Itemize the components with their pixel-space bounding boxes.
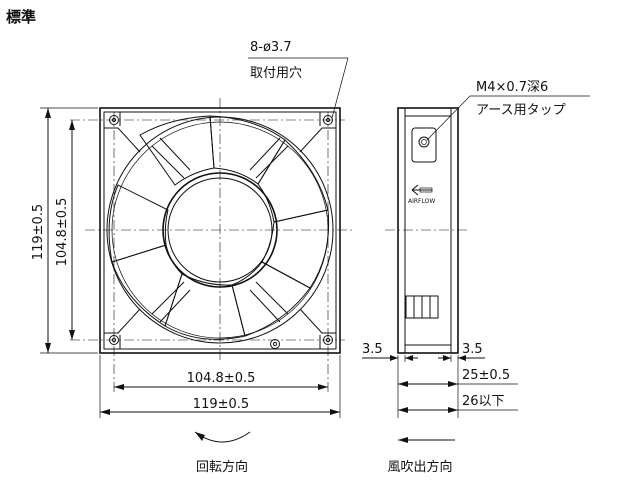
width-outer-label: 119±0.5 xyxy=(193,397,249,412)
page-title: 標準 xyxy=(6,8,36,26)
width-dimensions: 104.8±0.5 119±0.5 xyxy=(99,355,341,418)
screw-callout: M4×0.7深6 アース用タップ xyxy=(426,80,590,141)
side-flange-label: 25±0.5 xyxy=(462,368,510,383)
fan-blades xyxy=(108,115,330,340)
rotation-label: 回転方向 xyxy=(196,459,248,475)
airflow-label: 風吹出方向 xyxy=(387,459,452,475)
screw-hole xyxy=(418,136,430,148)
rotation-indicator: 回転方向 xyxy=(194,431,251,475)
airflow-mark-label: AIRFLOW xyxy=(408,198,435,205)
mounting-holes xyxy=(109,115,333,349)
side-dimensions: 3.5 3.5 25±0.5 26以下 xyxy=(362,342,518,418)
height-dimensions: 119±0.5 104.8±0.5 xyxy=(31,107,98,354)
height-pitch-label: 104.8±0.5 xyxy=(55,198,70,267)
height-outer-label: 119±0.5 xyxy=(31,204,46,260)
hole-note-label: 取付用穴 xyxy=(250,66,302,81)
side-total-label: 26以下 xyxy=(462,394,505,409)
hole-spec-label: 8-ø3.7 xyxy=(250,40,292,55)
screw-spec-label: M4×0.7深6 xyxy=(476,80,548,95)
airflow-arrow-mark xyxy=(411,184,432,196)
side-outline xyxy=(397,107,459,354)
side-view: AIRFLOW xyxy=(385,107,470,354)
side-right-label: 3.5 xyxy=(462,342,483,357)
side-left-label: 3.5 xyxy=(362,342,383,357)
airflow-indicator: 風吹出方向 xyxy=(387,437,455,475)
front-view xyxy=(70,98,355,395)
width-pitch-label: 104.8±0.5 xyxy=(187,371,256,386)
screw-note-label: アース用タップ xyxy=(476,103,566,118)
hole-callout: 8-ø3.7 取付用穴 xyxy=(248,40,349,119)
